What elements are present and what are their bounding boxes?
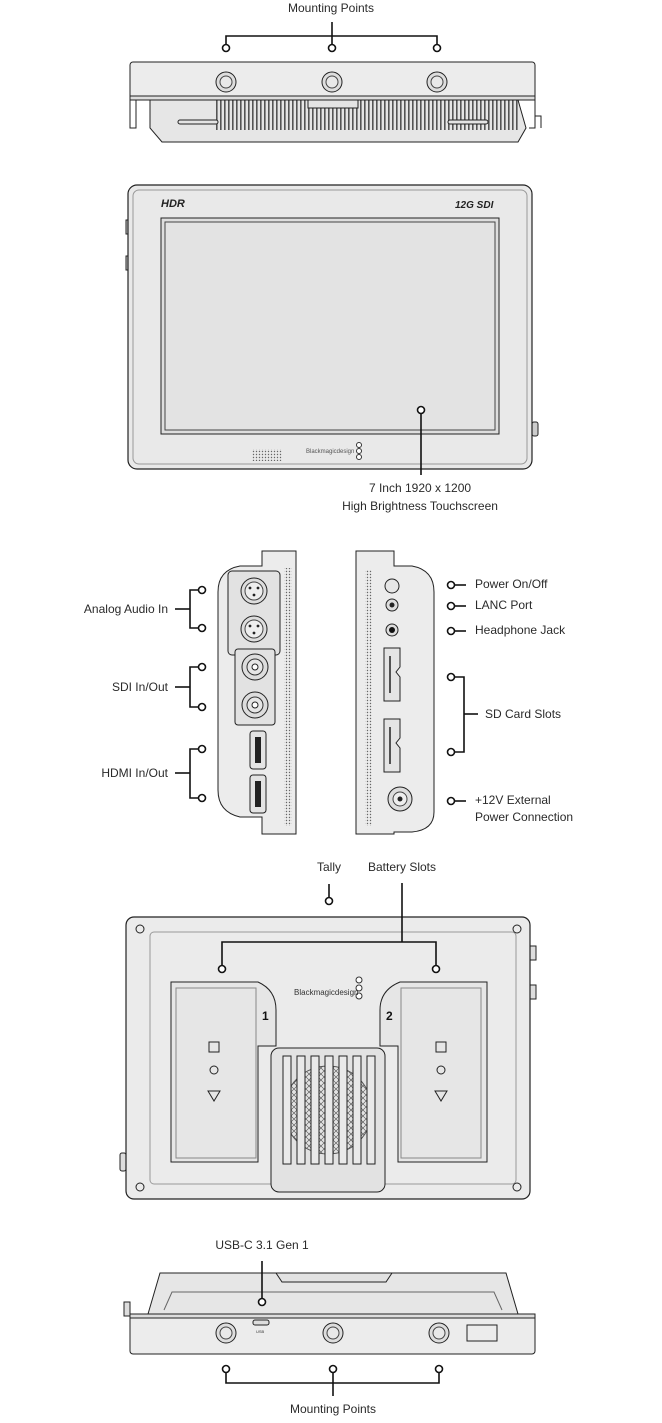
dc-power-connector [387,786,413,812]
top-mounting-screw-2 [321,71,343,93]
bottom-mounting-screw-3 [428,1322,450,1344]
bottom-mounting-screw-2 [322,1322,344,1344]
sd-card-slot-2 [383,718,401,773]
front-brand-logo: Blackmagicdesign [306,449,354,455]
bottom-mounting-points-label: Mounting Points [289,1402,377,1416]
front-tally-lights [356,442,362,460]
battery-number-2: 2 [386,1009,393,1023]
sd-card-slot-1 [383,647,401,702]
usb-c-port [252,1319,270,1326]
xlr-input-2 [240,615,268,643]
top-mounting-screw-1 [215,71,237,93]
touchscreen [164,221,496,431]
hdmi-in-port [249,774,267,814]
sdi-logo: 12G SDI [455,200,494,211]
usb-marking: USB [256,1329,265,1334]
touchscreen-label-line2: High Brightness Touchscreen [342,499,498,513]
power-button [384,578,400,594]
analog-audio-in-label: Analog Audio In [83,602,168,616]
sdi-in-out-label: SDI In/Out [111,680,168,694]
speaker-grille [252,449,282,461]
hdr-logo: HDR [161,198,185,210]
battery-slot-1 [170,981,277,1163]
front-view [125,184,539,470]
left-callouts [175,585,207,803]
tally-label: Tally [316,860,341,874]
sdi-out-connector [241,653,269,681]
sd-card-slots-label: SD Card Slots [485,707,562,721]
external-power-label-line2: Power Connection [475,810,574,824]
lanc-port [385,598,399,612]
top-mounting-points-label: Mounting Points [287,1,375,15]
sdi-in-connector [241,691,269,719]
headphone-jack [385,623,399,637]
touchscreen-callout [416,405,426,475]
usb-c-label: USB-C 3.1 Gen 1 [215,1238,309,1252]
external-power-label-line1: +12V External [475,793,551,807]
back-view [119,916,537,1200]
right-callouts [446,580,478,806]
headphone-jack-label: Headphone Jack [475,623,566,637]
back-brand-logo: Blackmagicdesign [294,988,358,997]
hdmi-in-out-label: HDMI In/Out [101,766,168,780]
top-mounting-screw-3 [426,71,448,93]
battery-slots-label: Battery Slots [367,860,437,874]
cooling-fan-vent [270,1047,386,1193]
bottom-mounting-screw-1 [215,1322,237,1344]
lanc-port-label: LANC Port [475,598,533,612]
back-tally-lights [355,976,363,1000]
battery-number-1: 1 [262,1009,269,1023]
xlr-input-1 [240,577,268,605]
top-mounting-callout [221,22,442,53]
back-callouts [217,883,441,974]
bottom-callouts [221,1261,444,1396]
battery-slot-2 [379,981,488,1163]
power-on-off-label: Power On/Off [475,577,548,591]
touchscreen-label-line1: 7 Inch 1920 x 1200 [368,481,472,495]
hdmi-out-port [249,730,267,770]
